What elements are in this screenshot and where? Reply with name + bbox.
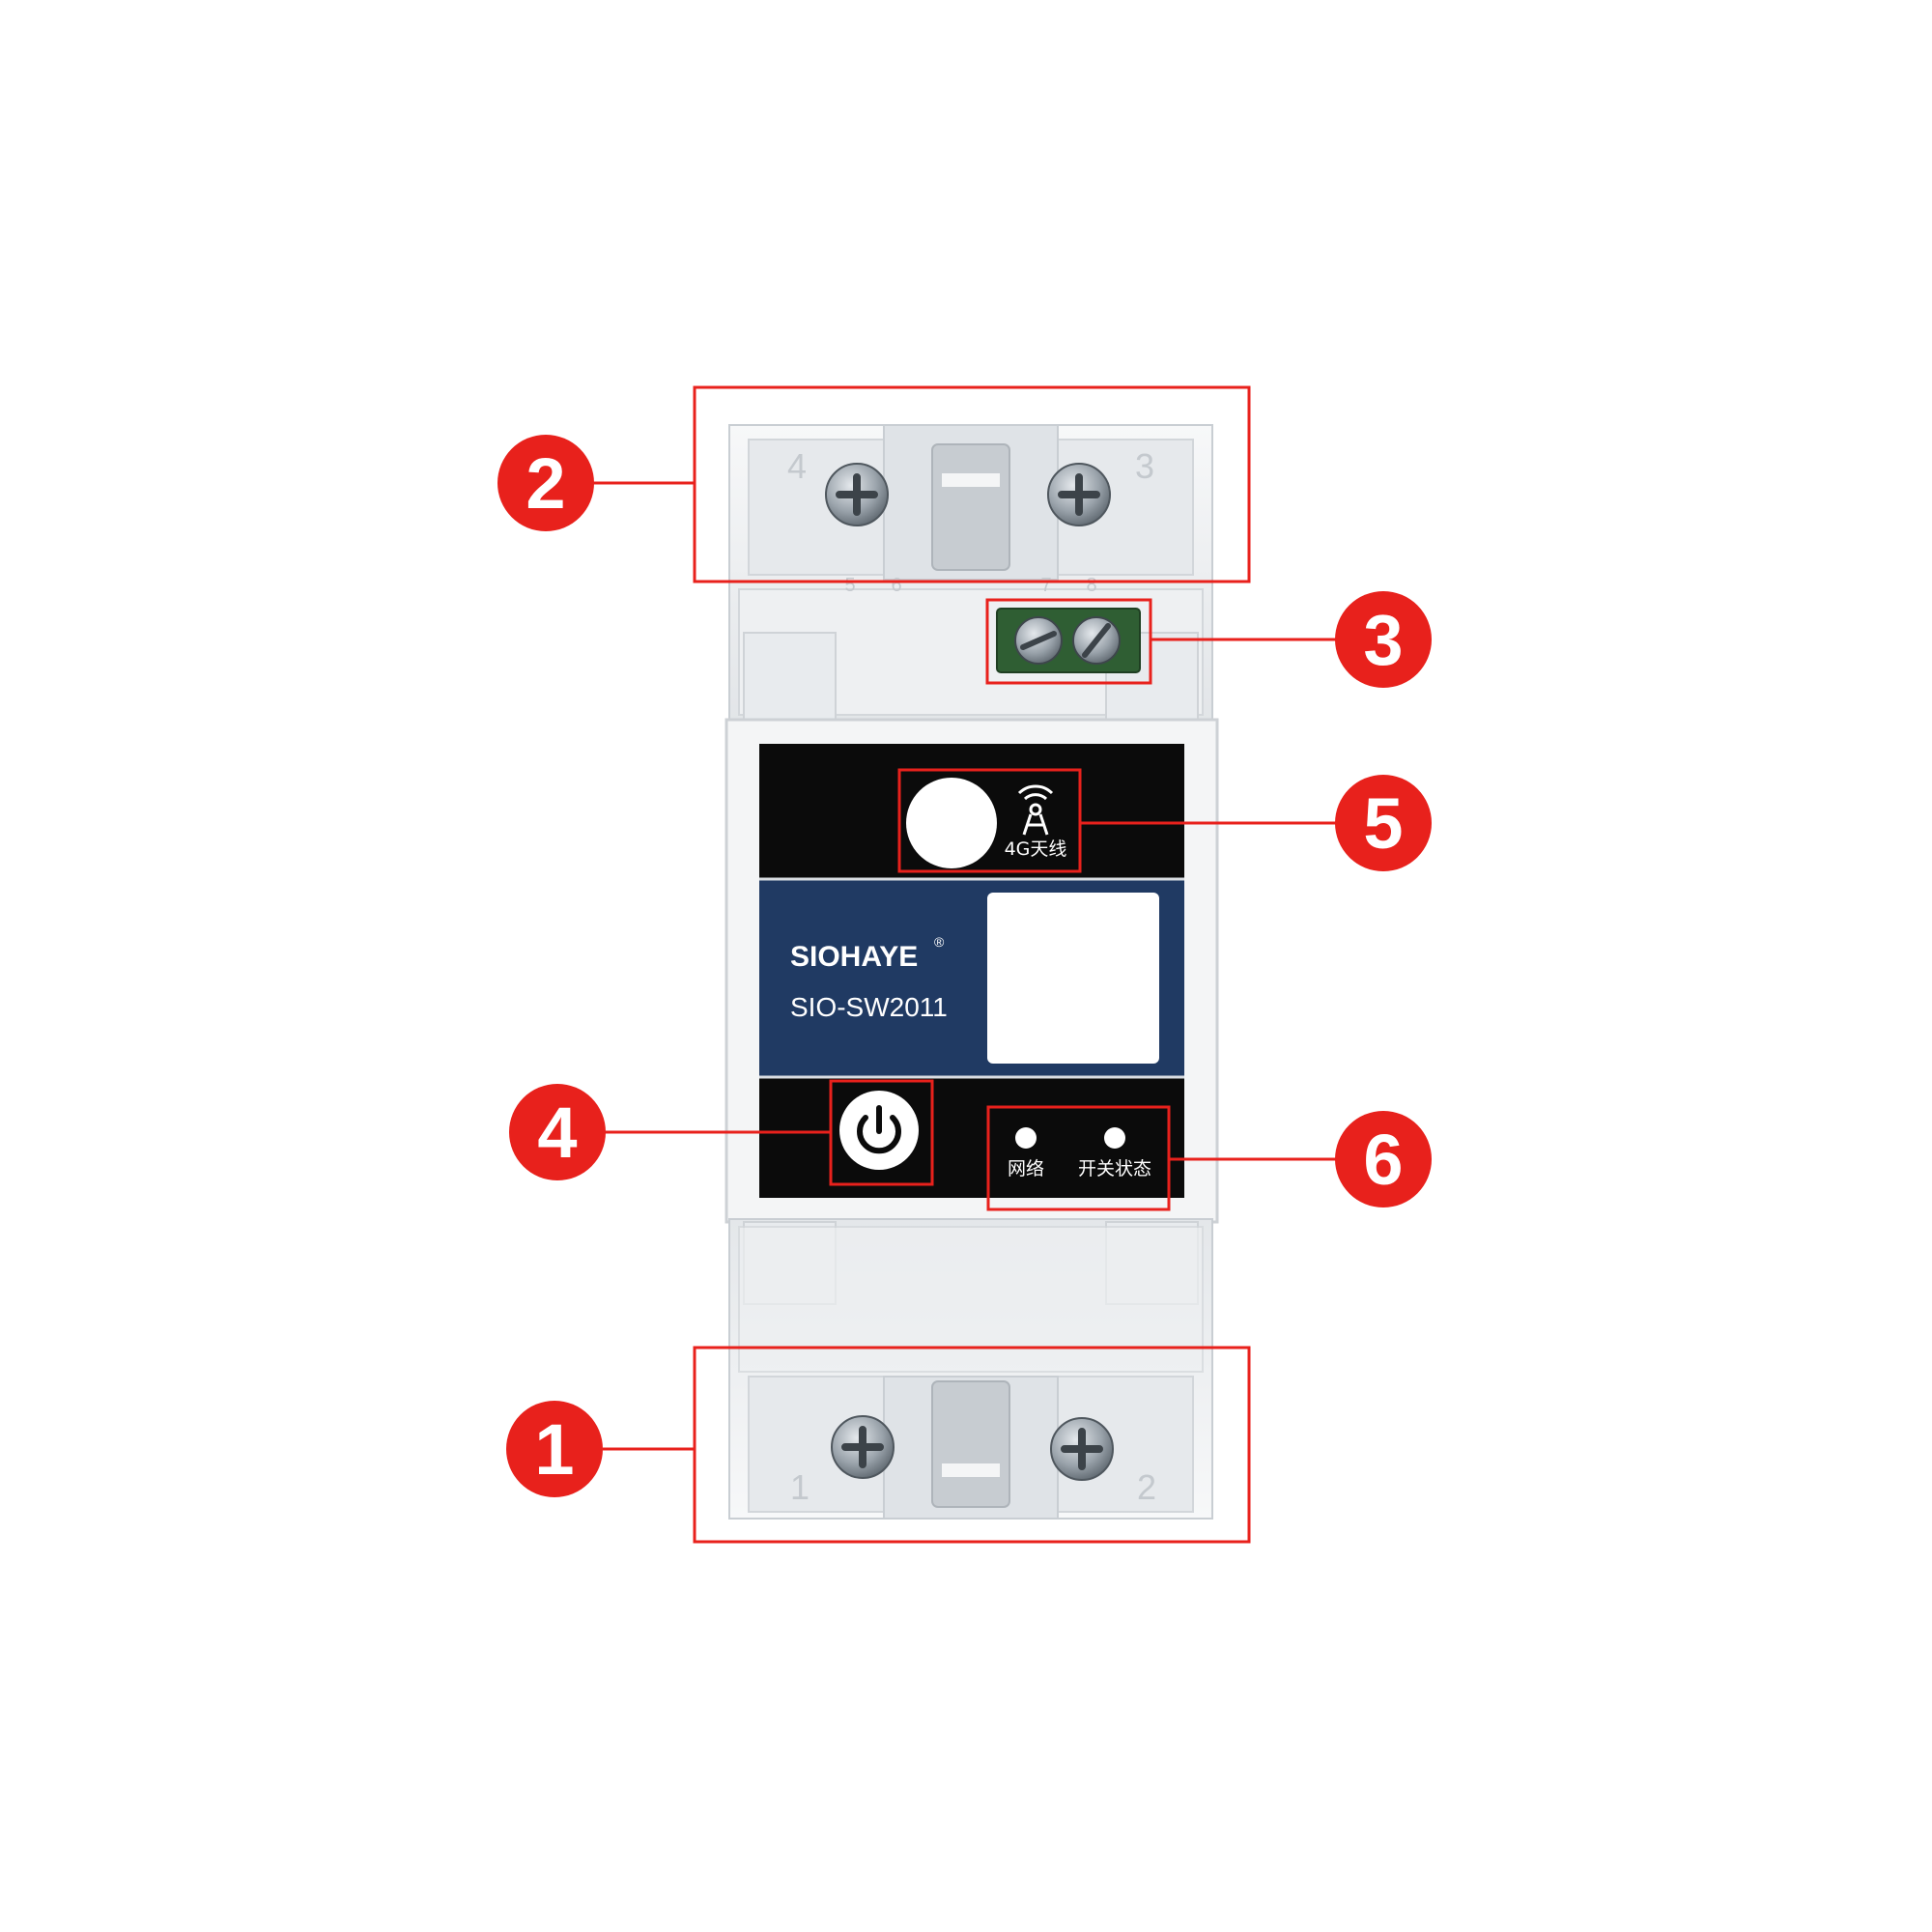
bottom-right-screw-icon [1050,1417,1114,1481]
bottom-left-screw-icon [831,1415,895,1479]
terminal-number-2: 2 [1137,1467,1156,1507]
svg-text:2: 2 [526,443,565,524]
callout-badge-6: 6 [1335,1111,1432,1208]
terminal-number-4: 4 [787,446,807,486]
callout-badge-4: 4 [509,1084,606,1180]
network-led [1015,1127,1037,1149]
top-left-screw-icon [825,463,889,526]
callout-box-3 [985,598,1152,685]
callout-box-5 [897,768,1082,873]
callout-badge-3: 3 [1335,591,1432,688]
brand-registered-mark: ® [934,934,945,950]
callout-box-1 [693,1346,1251,1544]
callout-badge-2: 2 [497,435,594,531]
callouts [591,385,1338,1544]
network-led-label: 网络 [1008,1158,1044,1179]
terminal-number-7: 7 [1040,575,1051,596]
svg-text:1: 1 [534,1409,574,1490]
power-button[interactable] [839,1091,919,1170]
brand-name: SIOHAYE [790,941,918,973]
switch-status-led-label: 开关状态 [1078,1158,1151,1179]
power-icon [857,1105,901,1154]
svg-text:4: 4 [537,1093,577,1173]
terminal-number-3: 3 [1135,446,1154,486]
qr-label-area [987,893,1159,1064]
terminal-number-6: 6 [891,575,901,596]
signal-terminal-block[interactable] [996,608,1141,673]
svg-text:5: 5 [1363,783,1403,864]
callout-badge-1: 1 [506,1401,603,1497]
model-number: SIO-SW2011 [790,992,948,1022]
top-right-screw-icon [1047,463,1111,526]
callout-badge-5: 5 [1335,775,1432,871]
svg-text:6: 6 [1363,1120,1403,1200]
switch-status-led [1104,1127,1125,1149]
antenna-icon [1017,784,1054,836]
terminal-number-1: 1 [790,1467,810,1507]
terminal-number-8: 8 [1086,575,1096,596]
antenna-label: 4G天线 [1005,838,1067,860]
device-housing: 4 3 5 6 7 8 4G天线 SIOHAYE [724,424,1219,1520]
callout-badges: 2 3 5 4 6 1 [497,435,1432,1497]
4g-antenna-port[interactable] [906,778,997,868]
svg-text:3: 3 [1363,600,1403,680]
terminal-number-5: 5 [844,575,855,596]
